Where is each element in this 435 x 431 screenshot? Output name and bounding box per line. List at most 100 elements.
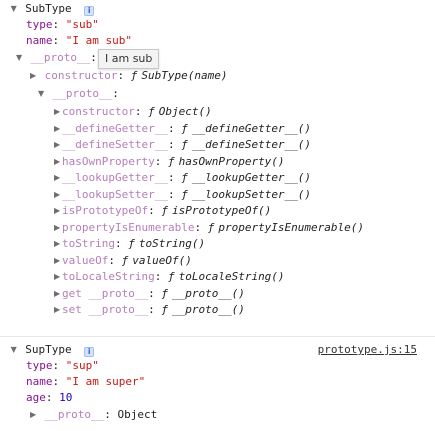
property-value: "I am sub" [65,34,132,47]
property-key: toString [62,237,115,250]
property-value: Object [117,408,158,421]
info-icon[interactable]: i [84,6,95,16]
property-value: toLocaleString() [178,270,285,283]
suptype-type-row: type: "sup" [26,359,99,372]
property-value: __lookupSetter__() [191,187,312,201]
triangle-right-icon[interactable]: ▶ [54,123,61,133]
property-key: age [26,391,46,404]
property-value: __defineSetter__() [191,138,312,151]
property-key: isPrototypeOf [62,204,149,217]
triangle-right-icon[interactable]: ▶ [54,140,61,149]
property-value: __defineGetter__() [191,121,312,135]
triangle-right-icon[interactable]: ▶ [54,255,61,265]
function-glyph: ƒ [161,303,168,316]
function-glyph: ƒ [181,138,188,151]
divider [0,336,435,337]
suptype-proto-row[interactable]: ▶ __proto__: Object [30,408,158,421]
object-member-row[interactable]: ▶set __proto__: ƒ__proto__() [54,303,245,316]
property-key: name [26,375,53,388]
triangle-right-icon[interactable]: ▶ [54,173,61,182]
property-key: type [26,359,53,372]
triangle-down-icon[interactable]: ▼ [10,345,17,354]
property-value: __proto__() [171,286,245,300]
property-key: type [26,18,53,31]
property-key: __lookupSetter__ [62,187,168,201]
object-member-row[interactable]: ▶__lookupSetter__: ƒ__lookupSetter__() [54,187,312,201]
property-key: set __proto__ [62,303,149,316]
triangle-down-icon[interactable]: ▼ [16,53,23,62]
triangle-down-icon[interactable]: ▼ [10,4,17,13]
property-value: __lookupGetter__() [191,171,312,184]
triangle-right-icon[interactable]: ▶ [54,239,61,248]
triangle-right-icon[interactable]: ▶ [54,305,61,314]
property-value: propertyIsEnumerable() [218,220,365,234]
subtype-name-row: name: "I am sub" [26,34,132,47]
property-value: hasOwnProperty() [178,154,285,168]
property-key: constructor [44,69,118,82]
property-value: SubType(name) [141,69,228,82]
object-member-row[interactable]: ▶__lookupGetter__: ƒ__lookupGetter__() [54,171,312,184]
triangle-right-icon[interactable]: ▶ [30,410,37,419]
function-glyph: ƒ [181,171,188,184]
property-value: Object() [158,105,212,118]
property-key: __defineSetter__ [62,138,168,151]
suptype-name-row: name: "I am super" [26,375,146,388]
triangle-right-icon[interactable]: ▶ [54,206,61,215]
property-key: hasOwnProperty [62,154,155,168]
function-glyph: ƒ [181,121,188,135]
triangle-right-icon[interactable]: ▶ [54,107,61,116]
subtype-title: SubType [25,2,72,15]
triangle-right-icon[interactable]: ▶ [54,272,61,281]
tooltip: I am sub [98,49,160,69]
function-glyph: ƒ [161,204,168,217]
property-value: toString() [138,237,206,250]
source-link[interactable]: prototype.js:15 [317,343,417,356]
triangle-right-icon[interactable]: ▶ [30,71,37,80]
function-glyph: ƒ [167,154,175,168]
object-member-row[interactable]: ▶__defineGetter__: ƒ__defineGetter__() [54,121,312,135]
property-value: "sub" [65,18,99,31]
property-key: name [26,34,53,47]
triangle-right-icon[interactable]: ▶ [54,189,61,199]
property-value: valueOf() [132,253,192,267]
subtype-proto-row[interactable]: ▼ __proto__: [16,51,97,64]
property-key: get __proto__ [62,286,149,300]
property-key: toLocaleString [62,270,155,283]
function-glyph: ƒ [128,237,135,250]
object-member-row[interactable]: ▶__defineSetter__: ƒ__defineSetter__() [54,138,312,151]
property-value: 10 [59,391,73,404]
inner-proto-row[interactable]: ▼ __proto__: [38,87,119,100]
subtype-header[interactable]: ▼ SubType i [0,1,435,17]
triangle-right-icon[interactable]: ▶ [54,156,61,166]
function-glyph: ƒ [121,253,129,267]
object-member-row[interactable]: ▶get __proto__: ƒ__proto__() [54,286,245,300]
function-glyph: ƒ [161,286,168,300]
property-value: "sup" [65,359,99,372]
triangle-down-icon[interactable]: ▼ [38,89,45,98]
property-value: __proto__() [171,303,245,316]
triangle-right-icon[interactable]: ▶ [54,288,61,298]
property-key: __proto__ [44,408,105,421]
property-key: valueOf [62,253,109,267]
property-key: propertyIsEnumerable [62,220,195,234]
property-key: __proto__ [52,87,113,100]
function-glyph: ƒ [181,187,188,201]
suptype-header[interactable]: ▼ SupType i prototype.js:15 [0,342,435,358]
property-key: constructor [62,105,135,118]
property-value: "I am super" [65,375,146,388]
property-key: __lookupGetter__ [62,171,168,184]
info-icon[interactable]: i [84,347,95,357]
function-glyph: ƒ [167,270,175,283]
function-glyph: ƒ [207,220,215,234]
triangle-right-icon[interactable]: ▶ [54,222,61,232]
subtype-type-row: type: "sub" [26,18,99,31]
